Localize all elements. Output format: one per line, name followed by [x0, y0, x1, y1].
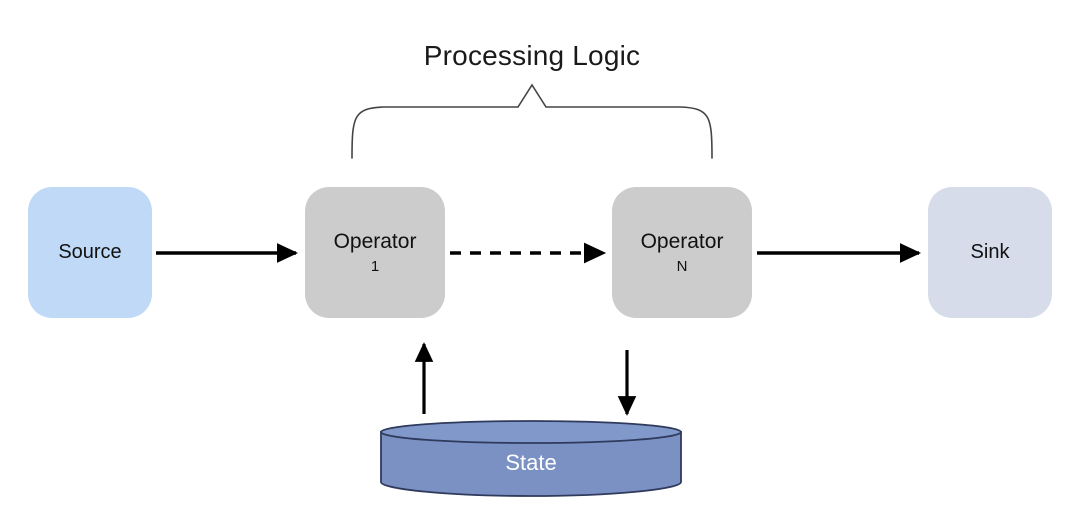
node-state-label: State	[505, 450, 557, 475]
node-operator-n-index: N	[676, 257, 688, 275]
node-state-cylinder[interactable]	[380, 420, 682, 498]
node-sink[interactable]: Sink	[928, 187, 1052, 318]
node-operator-1-index: 1	[370, 257, 380, 275]
page-title: Processing Logic	[423, 40, 641, 71]
node-source[interactable]: Source	[28, 187, 152, 318]
node-state-label-wrap: State	[380, 420, 682, 498]
node-sink-label: Sink	[970, 241, 1010, 263]
node-operator-1-label: Operator	[333, 229, 417, 253]
node-operator-n[interactable]: Operator N	[612, 187, 752, 318]
node-operator-n-label: Operator	[640, 229, 724, 253]
node-operator-1[interactable]: Operator 1	[305, 187, 445, 318]
processing-logic-brace	[351, 83, 713, 159]
node-source-label: Source	[58, 241, 122, 263]
